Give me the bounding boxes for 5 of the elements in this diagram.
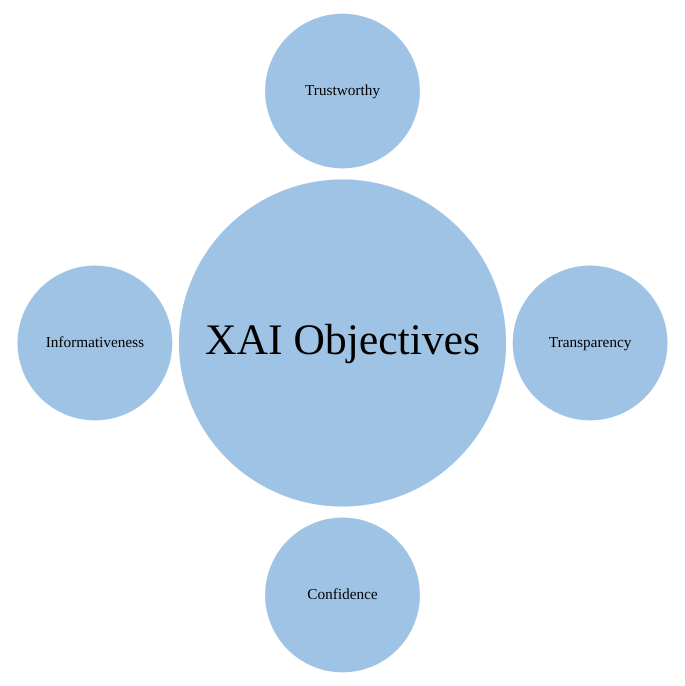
node-circle: Transparency — [510, 263, 670, 423]
node-circle: Informativeness — [15, 263, 175, 423]
node-circle: Confidence — [262, 515, 422, 675]
node-circle: XAI Objectives — [176, 177, 508, 509]
node-circle: Trustworthy — [262, 11, 422, 171]
